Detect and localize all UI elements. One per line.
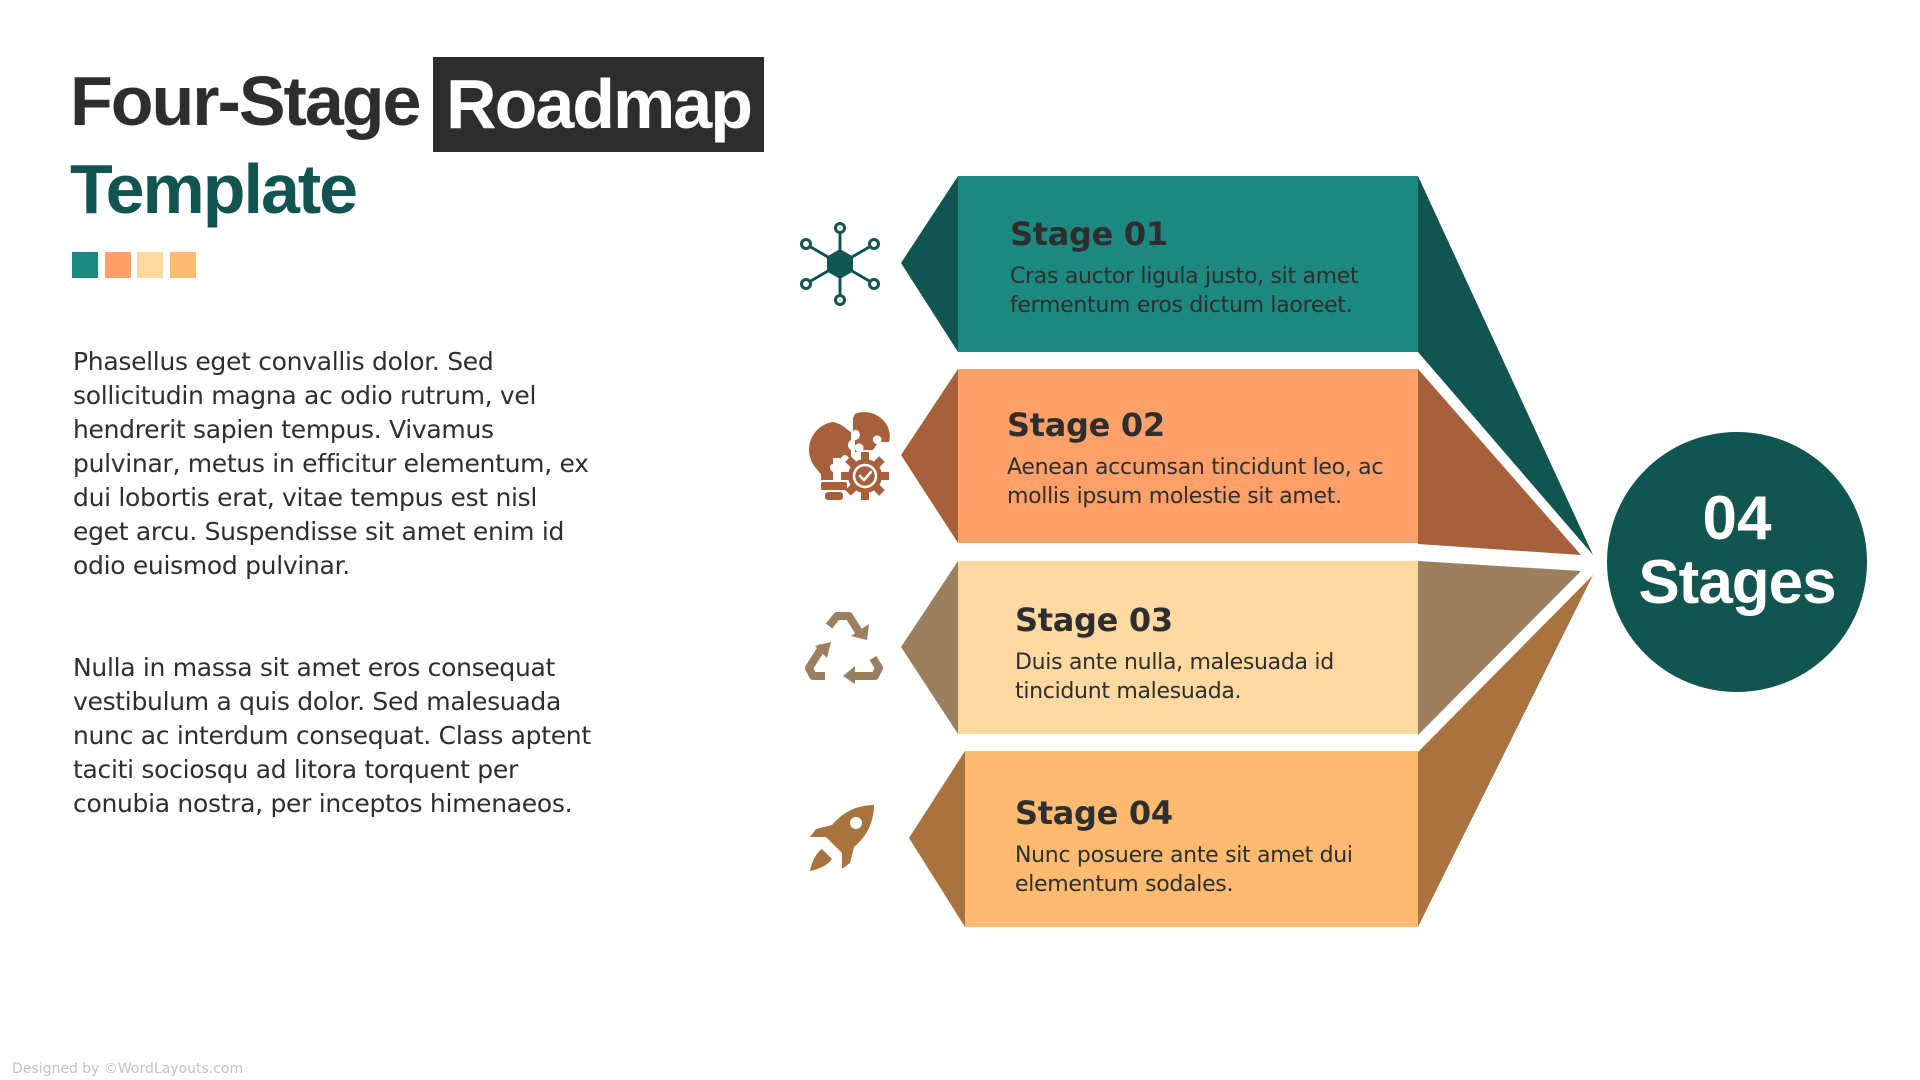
stage-02-shape [901,369,1581,555]
stage-04-shape [909,575,1593,927]
summary-circle [1607,432,1867,692]
stage-02-description: Aenean accumsan tincidunt leo, ac mollis… [1007,455,1384,509]
network-hexagon-icon [800,222,880,306]
swatch-peach [170,252,196,278]
footer-credit: Designed by ©WordLayouts.com [12,1061,244,1077]
title-highlight: Roadmap [433,57,764,152]
stage-03-shape [901,561,1581,735]
stage-04-description: Nunc posuere ante sit amet dui elementum… [1015,843,1353,897]
stage-04-title: Stage 04 [1015,794,1173,832]
stage-03-description: Duis ante nulla, malesuada id tincidunt … [1015,650,1334,704]
stage-01-description: Cras auctor ligula justo, sit amet ferme… [1010,264,1359,318]
summary-label: Stages [1638,548,1836,617]
intro-paragraph: Phasellus eget convallis dolor. Sed soll… [73,347,589,580]
recycle-icon [805,612,883,684]
stage-02-title: Stage 02 [1007,406,1165,444]
swatch-teal [72,252,98,278]
stage-03-title: Stage 03 [1015,601,1173,639]
title-main: Four-Stage [70,62,421,140]
rocket-icon [810,805,874,871]
swatch-orange [105,252,131,278]
stage-01-title: Stage 01 [1010,215,1168,253]
title-subline: Template [70,150,358,228]
body-paragraph: Nulla in massa sit amet eros consequat v… [73,653,591,818]
swatch-cream [137,252,163,278]
stage-01-shape [901,176,1593,555]
puzzle-bulb-gear-icon [809,412,890,500]
summary-number: 04 [1702,484,1772,553]
